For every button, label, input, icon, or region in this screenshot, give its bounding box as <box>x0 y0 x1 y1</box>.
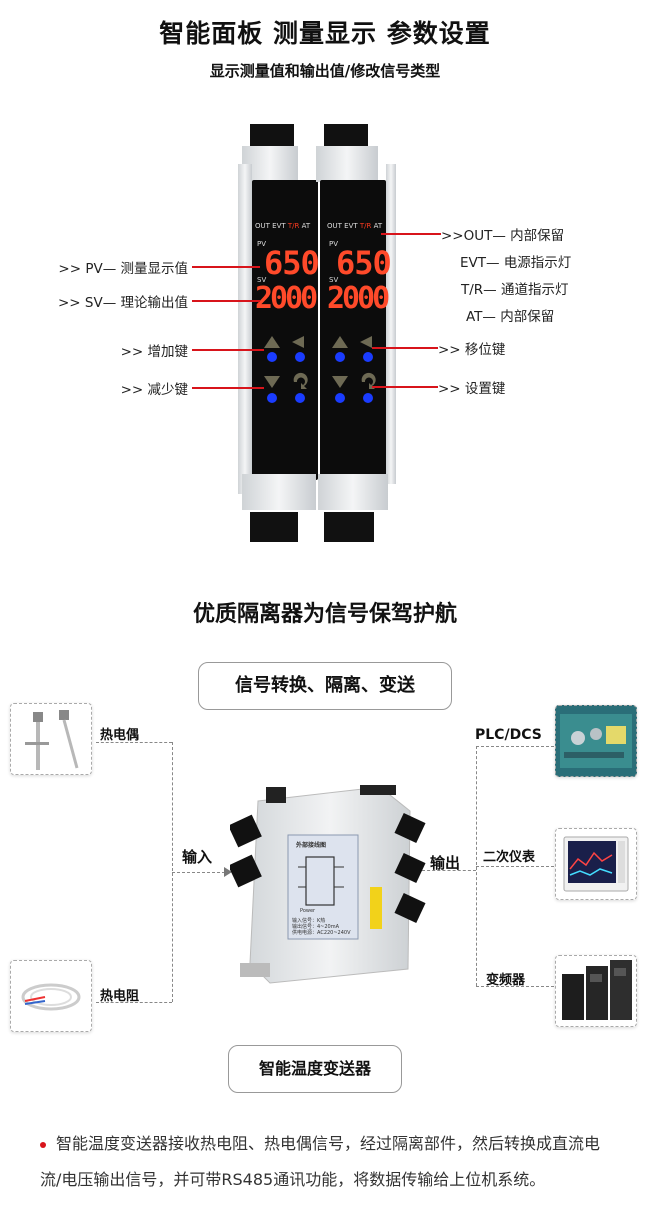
callout-line-pv <box>192 266 260 268</box>
output-inverter-label: 变频器 <box>486 973 526 988</box>
pv-display-right: 650 <box>336 244 392 282</box>
callout-sv: >> SV— 理论输出值 <box>57 295 188 311</box>
down-arrow-icon[interactable] <box>332 376 348 388</box>
key-up-button[interactable] <box>267 352 277 362</box>
panel-product-image <box>238 124 396 542</box>
callout-line-shift <box>372 347 438 349</box>
module-right <box>316 124 396 542</box>
set-rotate-icon[interactable] <box>293 372 308 389</box>
thermocouple-icon <box>25 710 79 770</box>
callout-evt: EVT— 电源指示灯 <box>460 255 572 271</box>
key-down-button[interactable] <box>267 393 277 403</box>
device-spec-line: 输入信号：K热 <box>292 918 326 924</box>
arrow-right-icon <box>224 867 232 877</box>
callout-line-out <box>381 233 441 235</box>
callout-line-decrease <box>192 387 264 389</box>
callout-set: >> 设置键 <box>438 381 506 397</box>
connector-line <box>96 1002 172 1003</box>
connector-line <box>422 870 476 871</box>
connector-line <box>476 866 554 867</box>
section2-title: 优质隔离器为信号保驾护航 <box>192 602 457 627</box>
callout-out: >>OUT— 内部保留 <box>441 228 565 244</box>
plc-photo <box>555 705 637 777</box>
callout-shift: >> 移位键 <box>438 342 506 358</box>
callout-line-increase <box>192 349 264 351</box>
output-label: 输出 <box>430 854 461 872</box>
callout-tr: T/R— 通道指示灯 <box>461 282 569 298</box>
connector-line <box>96 742 172 743</box>
output-meter-label: 二次仪表 <box>483 850 536 865</box>
bullet-icon <box>40 1141 46 1148</box>
rtd-icon <box>21 983 81 1011</box>
callout-line-sv <box>192 300 260 302</box>
key-up-button[interactable] <box>335 352 345 362</box>
indicator-row-right: OUT EVT T/R AT <box>327 222 383 230</box>
callout-increase: >> 增加键 <box>120 344 188 360</box>
inverter-icon <box>562 960 632 1020</box>
key-set-button[interactable] <box>295 393 305 403</box>
pv-tag-left: PV <box>257 240 267 248</box>
connector-line <box>172 872 230 873</box>
sv-display-right: 2000 <box>327 281 390 316</box>
up-arrow-icon[interactable] <box>264 336 280 348</box>
inverter-photo <box>555 955 637 1027</box>
device-spec-line: 供电电源：AC220~240V <box>292 930 351 936</box>
section-title: 智能面板 测量显示 参数设置 <box>159 19 491 48</box>
thermocouple-photo <box>10 703 92 775</box>
callout-decrease: >> 减少键 <box>120 382 188 398</box>
left-arrow-icon[interactable] <box>292 336 304 348</box>
key-set-button[interactable] <box>363 393 373 403</box>
pv-display-left: 650 <box>264 244 320 282</box>
input-rtd-label: 热电阻 <box>100 989 140 1004</box>
device-diagram-title: 外部接线图 <box>296 842 327 849</box>
callout-pv: >> PV— 测量显示值 <box>58 261 188 277</box>
meter-screen-icon <box>563 836 629 892</box>
output-plc-label: PLC/DCS <box>475 727 542 743</box>
sv-tag-left: SV <box>257 276 267 284</box>
meter-photo <box>555 828 637 900</box>
callout-at: AT— 内部保留 <box>466 309 555 325</box>
description-paragraph: 智能温度变送器接收热电阻、热电偶信号，经过隔离部件，然后转换成直流电流/电压输出… <box>40 1126 620 1198</box>
input-label: 输入 <box>182 848 213 866</box>
key-shift-button[interactable] <box>363 352 373 362</box>
connector-line <box>476 746 554 747</box>
set-rotate-icon[interactable] <box>361 372 376 389</box>
module-left <box>238 124 318 542</box>
plc-screen-icon <box>560 714 632 768</box>
pv-tag-right: PV <box>329 240 339 248</box>
keypad-right <box>332 336 376 403</box>
key-down-button[interactable] <box>335 393 345 403</box>
key-shift-button[interactable] <box>295 352 305 362</box>
sv-tag-right: SV <box>329 276 339 284</box>
device-spec-line: 输出信号：4~20mA <box>292 924 340 930</box>
signal-box: 信号转换、隔离、变送 <box>198 662 452 710</box>
up-arrow-icon[interactable] <box>332 336 348 348</box>
left-arrow-icon[interactable] <box>360 336 372 348</box>
device-spec-list: 输入信号：K热 输出信号：4~20mA 供电电源：AC220~240V <box>292 918 351 936</box>
connector-line <box>476 986 554 987</box>
device-power-label: Power <box>300 908 316 914</box>
description-text: 智能温度变送器接收热电阻、热电偶信号，经过隔离部件，然后转换成直流电流/电压输出… <box>40 1134 601 1189</box>
transmitter-device-image <box>230 785 426 984</box>
keypad-left <box>264 336 308 403</box>
input-thermocouple-label: 热电偶 <box>100 728 140 743</box>
indicator-row-left: OUT EVT T/R AT <box>255 222 311 230</box>
section-subtitle: 显示测量值和输出值/修改信号类型 <box>209 62 441 80</box>
callout-line-set <box>372 386 438 388</box>
rtd-photo <box>10 960 92 1032</box>
sv-display-left: 2000 <box>255 281 318 316</box>
down-arrow-icon[interactable] <box>264 376 280 388</box>
transmitter-box: 智能温度变送器 <box>228 1045 402 1093</box>
